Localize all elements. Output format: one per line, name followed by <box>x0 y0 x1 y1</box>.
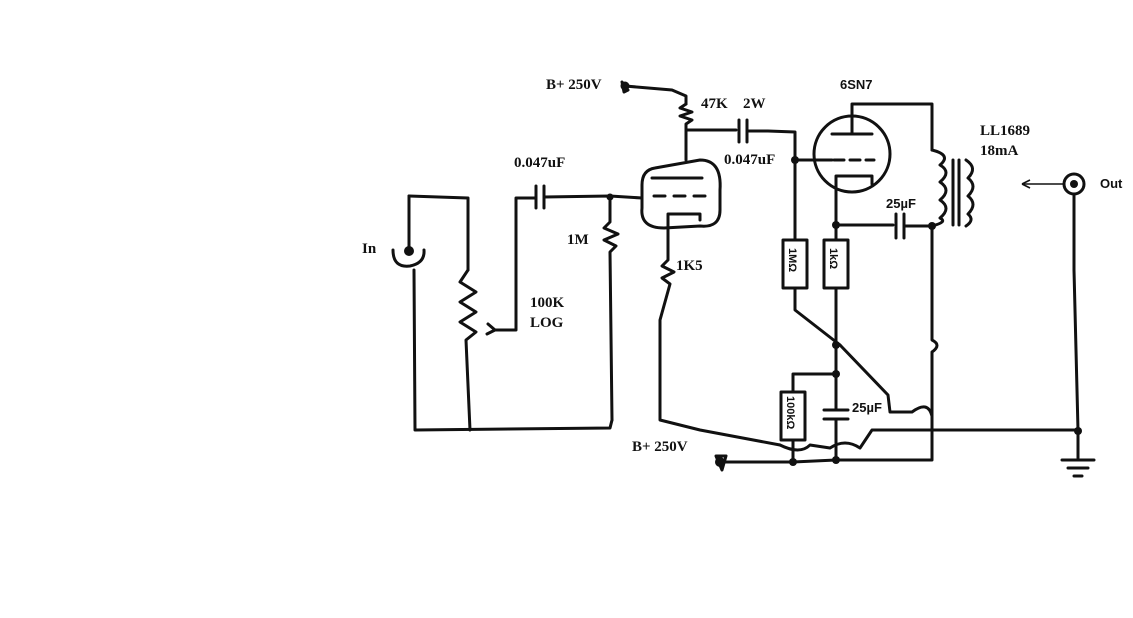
input-ground-wire <box>407 194 614 432</box>
coupling-capacitor <box>737 118 834 242</box>
output-jack <box>1021 172 1086 432</box>
r1m-label: 1M <box>567 232 589 248</box>
cap-coupling-label: 0.047uF <box>724 152 775 168</box>
bplus-bottom-label: B+ 250V <box>632 439 688 455</box>
ground-return-wire <box>838 343 1080 432</box>
output-capacitor-25uf <box>894 212 936 240</box>
transformer-label: LL1689 <box>980 123 1030 139</box>
tube-label: 6SN7 <box>840 77 873 92</box>
r-1kohm-label: 1kΩ <box>827 248 839 269</box>
pot-value-label: 100K <box>530 295 565 311</box>
bplus-top-terminal <box>620 80 688 106</box>
grid-resistor-1m <box>602 193 620 422</box>
r-100kohm-label: 100kΩ <box>784 396 796 429</box>
r1k5-label: 1K5 <box>676 258 703 274</box>
grid-resistor-1mohm <box>781 238 842 347</box>
pot-taper-label: LOG <box>530 315 564 331</box>
input-jack <box>391 194 426 268</box>
in-label: In <box>362 241 377 257</box>
ground-symbol <box>1060 427 1096 478</box>
input-triode <box>640 128 722 230</box>
transformer-current-label: 18mA <box>980 143 1018 159</box>
r47k-label: 47K <box>701 96 728 112</box>
cap-in-label: 0.047uF <box>514 155 565 171</box>
volume-potentiometer <box>458 196 538 432</box>
input-capacitor <box>534 184 644 210</box>
bypass-capacitor-25uf <box>822 341 850 462</box>
cap-25uf-top-label: 25µF <box>886 196 916 211</box>
cap-25uf-bottom-label: 25µF <box>852 400 882 415</box>
bplus-top-label: B+ 250V <box>546 77 602 93</box>
cathode-resistor-1k5 <box>658 226 782 447</box>
cathode-resistor-1kohm <box>822 190 895 347</box>
output-transformer <box>930 148 975 432</box>
output-triode-6sn7 <box>812 102 934 194</box>
out-label: Out <box>1100 176 1123 191</box>
bplus-bottom-rail <box>714 428 934 472</box>
load-resistor-47k <box>678 102 738 132</box>
r-1mohm-label: 1MΩ <box>786 248 798 272</box>
r47k-watt-label: 2W <box>743 96 766 112</box>
